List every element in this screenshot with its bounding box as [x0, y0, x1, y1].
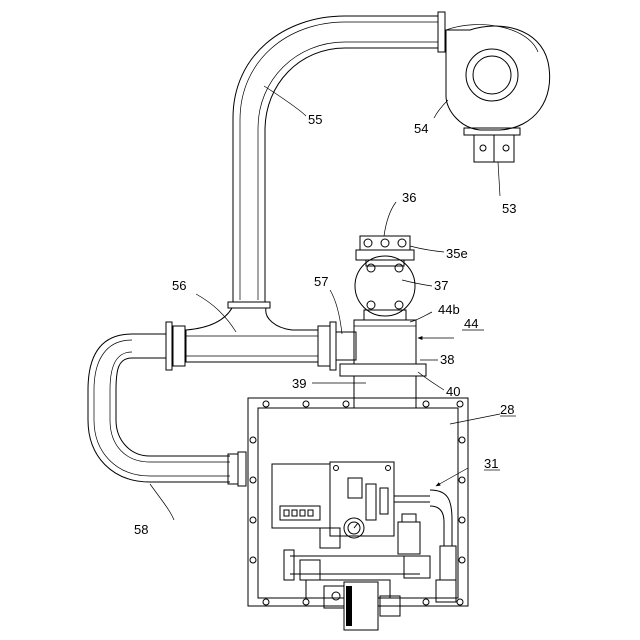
label-58: 58: [134, 522, 148, 537]
label-37: 37: [434, 278, 448, 293]
cabinet-28: [248, 398, 468, 606]
blower-mount: [464, 128, 520, 162]
label-28: 28: [500, 402, 514, 417]
flange-right-a: [318, 326, 330, 366]
cap-36: [360, 236, 410, 250]
flange-right-b: [330, 322, 336, 370]
label-57: 57: [314, 274, 328, 289]
leader-lines: [150, 86, 516, 520]
label-35e: 35e: [446, 246, 468, 261]
label-55: 55: [308, 112, 322, 127]
label-53: 53: [502, 201, 516, 216]
blower-inlet-ring: [466, 49, 518, 101]
blower-inlet: [473, 56, 511, 94]
manifold-plate: [330, 462, 394, 536]
label-44b: 44b: [438, 302, 460, 317]
pipe-55: [228, 16, 438, 308]
flange-35e: [356, 250, 414, 260]
control-box: [272, 464, 330, 528]
label-31: 31: [484, 456, 498, 471]
flange-left-a: [166, 322, 172, 370]
flange-38: [340, 364, 426, 376]
label-38: 38: [440, 352, 454, 367]
label-54: 54: [414, 121, 428, 136]
blower: [438, 12, 550, 130]
valve-37: [355, 236, 415, 320]
equipment-31: [272, 462, 456, 630]
valve-body: [355, 256, 415, 316]
riser-57: [336, 332, 356, 360]
duct-44b: [340, 320, 426, 408]
label-40: 40: [446, 384, 460, 399]
blower-outlet-flange: [438, 12, 445, 52]
label-36: 36: [402, 190, 416, 205]
tee-56: [132, 308, 336, 370]
duct-39: [354, 376, 416, 408]
label-56: 56: [172, 278, 186, 293]
label-39: 39: [292, 376, 306, 391]
flange-left-b: [173, 326, 185, 366]
label-44: 44: [464, 316, 478, 331]
